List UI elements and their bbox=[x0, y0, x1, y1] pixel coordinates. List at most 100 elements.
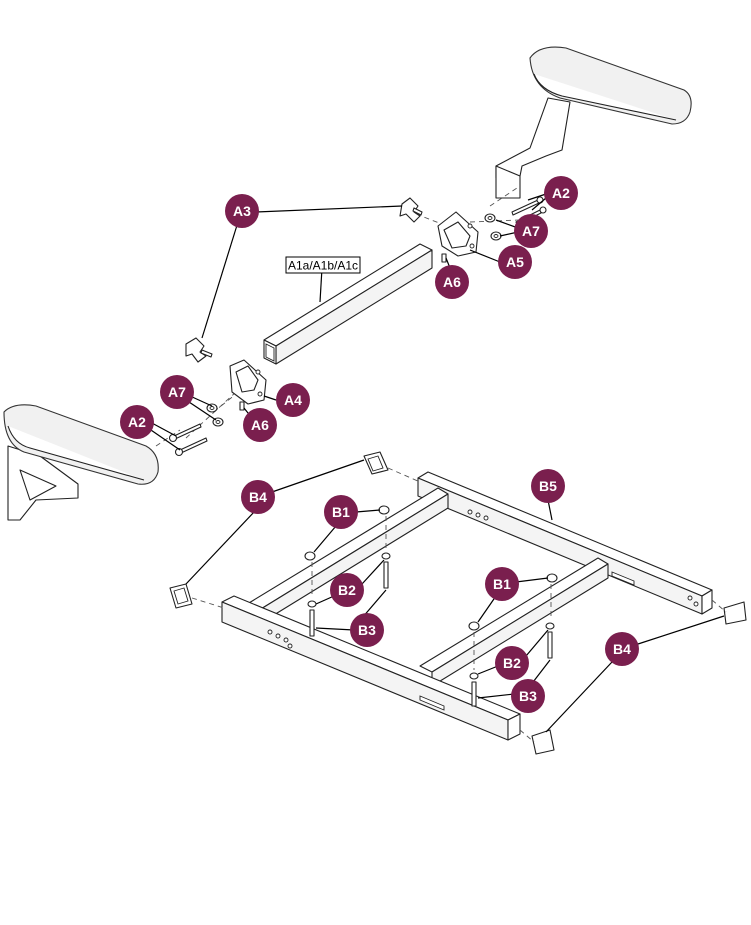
armrest-left-pad bbox=[3, 404, 159, 485]
callout-a3-text: A3 bbox=[233, 203, 251, 219]
leader-b2-left bbox=[361, 559, 385, 585]
leader-a3-top bbox=[255, 205, 403, 213]
washer-bottom-1-hole bbox=[209, 406, 215, 410]
leader-a7-top-1 bbox=[495, 219, 519, 229]
armrest-right-post bbox=[495, 97, 571, 179]
callout-b2-right-circle bbox=[495, 646, 529, 680]
leader-b3-right bbox=[477, 693, 515, 699]
washer-b2-right-lower bbox=[469, 672, 479, 680]
bracket-bottom-hole-2 bbox=[257, 391, 263, 397]
dash-bracket-top-to-washers bbox=[469, 219, 521, 223]
leader-b4-right-down bbox=[545, 661, 613, 733]
screw-bottom-2 bbox=[179, 437, 208, 454]
nut-b1-left-upper bbox=[378, 505, 390, 515]
callout-b4-right-circle bbox=[605, 632, 639, 666]
nut-b1-right-upper bbox=[546, 573, 558, 583]
callout-a2-bottom-text: A2 bbox=[128, 414, 146, 430]
callout-a2-top: A2 bbox=[544, 176, 578, 210]
dash-armrest-left-to-screws bbox=[155, 429, 181, 447]
frame-front-hole-4 bbox=[287, 643, 293, 649]
leader-a7-bottom-2 bbox=[185, 399, 217, 421]
screw-bottom-2-head bbox=[174, 447, 184, 457]
tube-end-opening bbox=[265, 343, 275, 362]
set-screw-bottom bbox=[239, 401, 245, 411]
callout-badges: A3 A2 A7 A5 A6 A4 A6 A7 bbox=[120, 176, 639, 713]
bracket-bottom-clamp bbox=[235, 365, 259, 393]
armrest-tube bbox=[263, 243, 433, 365]
washer-top-2-hole bbox=[493, 234, 499, 238]
callout-a3-circle bbox=[225, 194, 259, 228]
callout-a6-top: A6 bbox=[435, 265, 469, 299]
bolt-b3-right-lower bbox=[471, 681, 477, 707]
frame-front-rail-slot bbox=[419, 695, 445, 711]
knob-top bbox=[399, 197, 421, 223]
leader-a7-bottom-1 bbox=[189, 395, 213, 407]
leader-b4-left-up bbox=[271, 459, 365, 493]
bracket-top-clamp bbox=[443, 221, 471, 249]
frame-back-hole-3 bbox=[483, 515, 489, 521]
washer-bottom-2-hole bbox=[215, 420, 221, 424]
frame-back-end-hole-1 bbox=[687, 595, 693, 601]
dash-cap-top bbox=[387, 467, 421, 483]
callout-b3-left-text: B3 bbox=[358, 622, 376, 638]
dash-bracket-bottom-to-washers bbox=[215, 385, 247, 411]
tube-label-box: A1a/A1b/A1c bbox=[285, 256, 361, 274]
callout-a2-top-circle bbox=[544, 176, 578, 210]
callout-a2-bottom: A2 bbox=[120, 405, 154, 439]
callout-a6-bottom-circle bbox=[243, 408, 277, 442]
bracket-top-hole-2 bbox=[469, 243, 475, 249]
leader-b3-left bbox=[315, 627, 355, 631]
armrest-left bbox=[3, 404, 159, 521]
leader-a3-bottom bbox=[201, 221, 239, 339]
callout-b4-left-text: B4 bbox=[249, 489, 267, 505]
frame-back-end-hole-2 bbox=[693, 601, 699, 607]
leader-a2-top-2 bbox=[531, 197, 547, 211]
callout-a6-top-text: A6 bbox=[443, 274, 461, 290]
leader-b4-right-up bbox=[637, 615, 725, 645]
callout-b1-right-circle bbox=[485, 567, 519, 601]
bracket-bottom-group bbox=[185, 337, 267, 411]
frame-back-hole-2 bbox=[475, 512, 481, 518]
callout-a2-top-text: A2 bbox=[552, 185, 570, 201]
callout-a4: A4 bbox=[276, 383, 310, 417]
callout-b4-right-text: B4 bbox=[613, 641, 631, 657]
leader-a4 bbox=[263, 395, 277, 401]
callout-b5: B5 bbox=[531, 469, 565, 503]
frame-back-rail-end bbox=[701, 589, 713, 615]
callout-b5-circle bbox=[531, 469, 565, 503]
callout-a7-bottom: A7 bbox=[160, 375, 194, 409]
frame-back-hole-1 bbox=[467, 509, 473, 515]
seat-frame bbox=[221, 471, 713, 741]
end-cap-right-bottom bbox=[531, 729, 555, 755]
callout-a2-bottom-circle bbox=[120, 405, 154, 439]
end-caps bbox=[169, 451, 747, 755]
callout-a4-text: A4 bbox=[284, 392, 302, 408]
leader-b2-right bbox=[525, 629, 549, 657]
armrest-left-pad-edge bbox=[7, 425, 145, 481]
dash-bracket-bottom-to-screws bbox=[185, 391, 237, 439]
frame-front-hole-1 bbox=[267, 629, 273, 635]
nut-b1-right-lower bbox=[468, 621, 480, 631]
callout-b3-right-circle bbox=[511, 679, 545, 713]
callout-b2-left: B2 bbox=[330, 573, 364, 607]
knob-top-stem bbox=[412, 207, 423, 216]
callout-a7-top-circle bbox=[514, 214, 548, 248]
leader-b4-left-down bbox=[185, 509, 257, 585]
armrest-right-pad bbox=[529, 46, 692, 125]
callout-b4-left: B4 bbox=[241, 480, 275, 514]
callout-a7-bottom-circle bbox=[160, 375, 194, 409]
set-screw-top bbox=[441, 253, 447, 263]
leader-b1-right-2 bbox=[477, 595, 497, 623]
washer-b2-right-upper bbox=[545, 622, 555, 630]
callout-a5-circle bbox=[498, 245, 532, 279]
armrest-right-pad-edge bbox=[533, 73, 677, 121]
washer-b2-left-lower bbox=[307, 600, 317, 608]
callout-a6-top-circle bbox=[435, 265, 469, 299]
callout-a5: A5 bbox=[498, 245, 532, 279]
leader-b1-left-2 bbox=[313, 525, 337, 553]
frame-front-rail-end bbox=[507, 713, 521, 741]
dash-knob-top-to-bracket bbox=[415, 213, 453, 229]
knob-bottom-stem bbox=[200, 349, 213, 358]
nut-b1-left-lower bbox=[304, 551, 316, 561]
